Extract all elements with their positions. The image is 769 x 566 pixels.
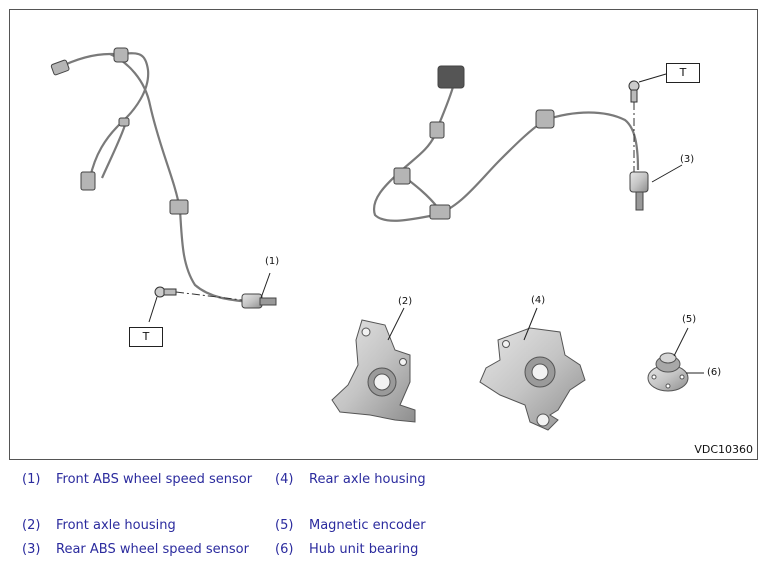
legend-number: (1) [22,472,41,487]
callout-3: (3) [680,154,695,165]
legend-item: (6) Hub unit bearing [275,542,418,557]
legend-number: (6) [275,542,294,557]
legend-item: (5) Magnetic encoder [275,518,426,533]
legend-text: Hub unit bearing [309,542,419,557]
diagram-drawing [50,47,704,431]
legend-text: Front axle housing [56,518,176,533]
exploded-parts-diagram: (1) (2) (3) (4) (5) (6) T T VDC10360 [9,9,758,460]
callout-1-leader [260,272,271,299]
front-harness-clips [50,47,189,215]
callout-6: (6) [707,367,722,378]
torque-label-rear: T [666,63,700,83]
legend-number: (3) [22,542,41,557]
front-axle-housing [331,319,416,423]
rear-abs-sensor-harness [372,79,640,222]
legend-item: (4) Rear axle housing [275,472,426,487]
legend-text: Front ABS wheel speed sensor [56,472,253,487]
legend-text: Rear axle housing [309,472,426,487]
legend-number: (5) [275,518,294,533]
callout-1: (1) [265,256,280,267]
callout-3-leader [651,164,683,183]
parts-legend: (1) Front ABS wheel speed sensor (2) Front… [0,468,769,566]
callout-5-leader [673,327,689,357]
callout-2: (2) [398,296,413,307]
legend-text: Rear ABS wheel speed sensor [56,542,249,557]
legend-item: (3) Rear ABS wheel speed sensor [22,542,249,557]
legend-item: (2) Front axle housing [22,518,176,533]
legend-text: Magnetic encoder [309,518,426,533]
legend-item: (1) Front ABS wheel speed sensor [22,472,252,487]
hub-unit-bearing [647,352,689,392]
rear-sensor-bolt [628,73,667,172]
callout-4-leader [523,307,538,341]
callout-2-leader [387,307,405,341]
rear-harness-clips [393,65,555,220]
callout-4: (4) [531,295,546,306]
front-sensor-head [241,293,277,309]
legend-number: (2) [22,518,41,533]
rear-axle-housing [479,327,586,431]
figure-id: VDC10360 [694,443,753,456]
torque-label-front: T [129,327,163,347]
front-sensor-bolt [148,286,243,323]
rear-sensor-head [629,171,649,211]
legend-number: (4) [275,472,294,487]
callout-5: (5) [682,314,697,325]
